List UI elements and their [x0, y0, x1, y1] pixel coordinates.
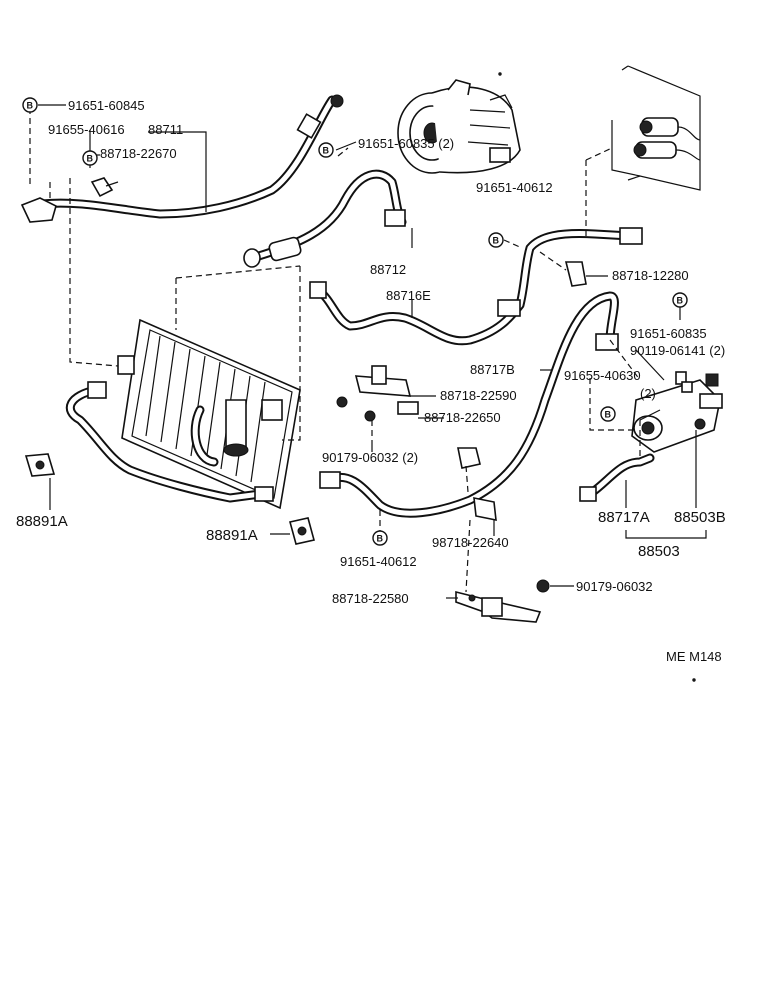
clamp-88718-22670: [90, 177, 119, 198]
label-91651-60845: 91651-60845: [68, 98, 145, 113]
label-90179-06032-2: 90179-06032 (2): [322, 450, 418, 465]
label-88718-22590: 88718-22590: [440, 388, 517, 403]
svg-text:B: B: [493, 236, 500, 246]
label-88716E: 88716E: [386, 288, 431, 303]
label-88717A: 88717A: [598, 509, 650, 526]
label-91651-40612-bottom: 91651-40612: [340, 554, 417, 569]
bracket-88718-22580: [455, 590, 542, 623]
label-88503B: 88503B: [674, 509, 726, 526]
svg-text:B: B: [27, 101, 34, 111]
b-marker-2: B: [82, 150, 98, 166]
svg-text:B: B: [605, 410, 612, 420]
label-88718-22650: 88718-22650: [424, 410, 501, 425]
label-88711: 88711: [148, 122, 183, 137]
label-2-small: (2): [640, 386, 656, 401]
cushion-88891A-left: [24, 453, 56, 477]
label-88891A-left: 88891A: [16, 513, 68, 530]
figure-code: ME M148: [666, 649, 722, 664]
compressor: [397, 79, 521, 174]
valve-assembly-88503: [631, 371, 723, 453]
svg-text:B: B: [377, 534, 384, 544]
label-91655-40616: 91655-40616: [48, 122, 125, 137]
svg-text:B: B: [323, 146, 330, 156]
hose-88712: [243, 169, 407, 268]
evaporator-block: [611, 65, 701, 191]
label-88718-22670: 88718-22670: [100, 146, 177, 161]
label-88891A-mid: 88891A: [206, 527, 258, 544]
label-98718-22640: 98718-22640: [432, 535, 509, 550]
tube-left-condenser: [65, 381, 274, 503]
tube-88716E: [309, 227, 643, 346]
b-marker-4: B: [488, 232, 504, 248]
svg-text:B: B: [87, 154, 94, 164]
part-labels: 91651-60845 91655-40616 88711 88718-2267…: [16, 98, 726, 664]
label-91651-60835: 91651-60835: [630, 326, 707, 341]
svg-text:B: B: [677, 296, 684, 306]
label-91651-60835-2: 91651-60835 (2): [358, 136, 454, 151]
label-88503: 88503: [638, 543, 680, 560]
solid-leader-lines: [38, 104, 707, 599]
label-88718-12280: 88718-12280: [612, 268, 689, 283]
tube-88717A: [579, 453, 655, 502]
clamp-88718-22590: [336, 365, 419, 422]
nut-90179-06032: [536, 579, 550, 593]
print-specks: [498, 72, 696, 682]
b-marker-5: B: [672, 292, 688, 308]
clamp-88718-12280: [564, 261, 587, 287]
label-88718-22580: 88718-22580: [332, 591, 409, 606]
hose-88711: [20, 94, 344, 223]
b-marker-7: B: [372, 530, 388, 546]
label-91651-40612-top: 91651-40612: [476, 180, 553, 195]
dashed-leader-lines: [29, 108, 641, 593]
clamp-98718-22640: [473, 497, 497, 521]
clamp-88718-22650: [457, 447, 481, 469]
b-marker-1: B: [22, 97, 38, 113]
label-91655-40630: 91655-40630: [564, 368, 641, 383]
label-88712: 88712: [370, 262, 406, 277]
label-90119-06141-2: 90119-06141 (2): [630, 343, 725, 358]
tube-88717B: [319, 291, 619, 518]
label-90179-06032: 90179-06032: [576, 579, 653, 594]
condenser: [117, 318, 301, 510]
b-marker-6: B: [600, 406, 616, 422]
label-88717B: 88717B: [470, 362, 515, 377]
b-marker-3: B: [318, 142, 334, 158]
cushion-88891A-mid: [289, 517, 315, 545]
